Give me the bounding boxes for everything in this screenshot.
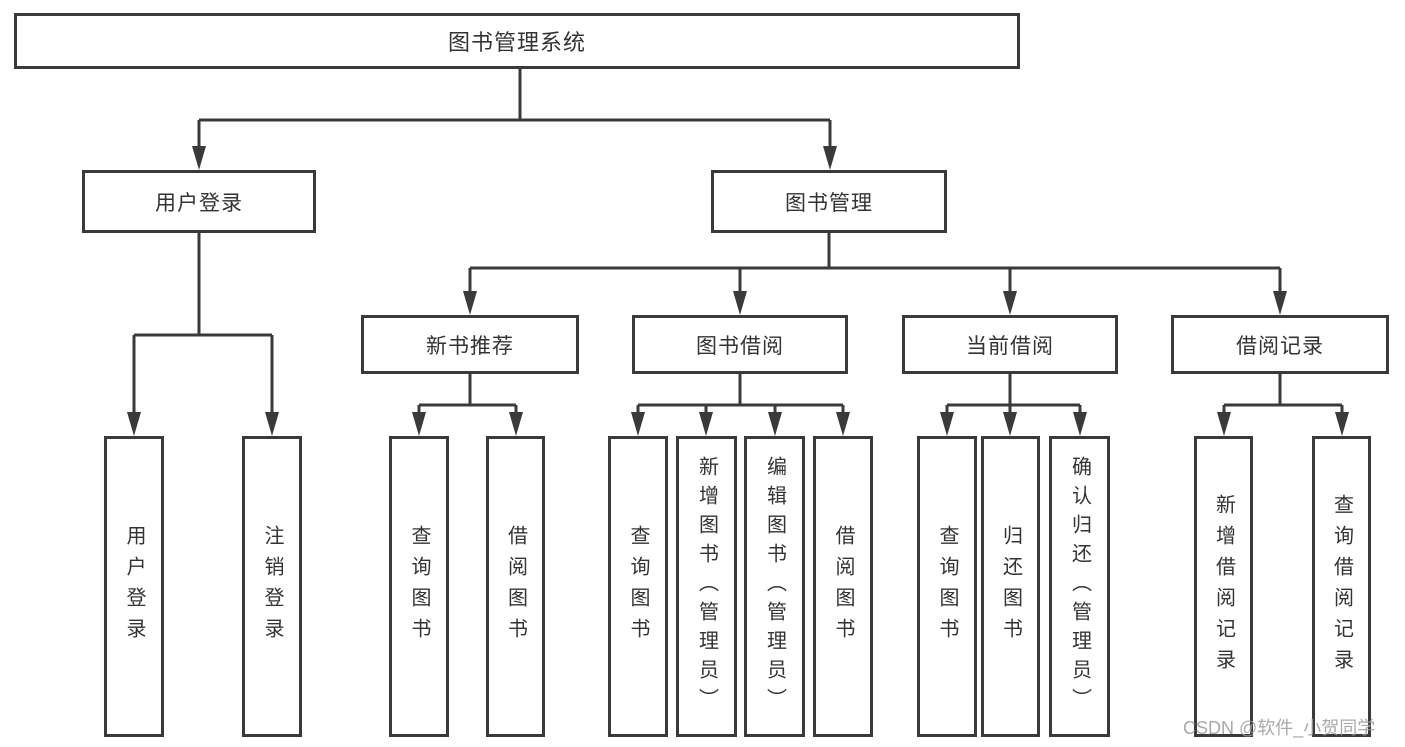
leaf-record-query: 查询借阅记录 [1312,436,1371,737]
node-current-borrow: 当前借阅 [902,315,1118,374]
leaf-current-return: 归还图书 [981,436,1040,737]
leaf-current-query-label: 查询图书 [936,524,958,649]
node-borrow-records: 借阅记录 [1171,315,1389,374]
leaf-borrow-edit: 编辑图书（管理员） [744,436,805,737]
node-book-borrow-label: 图书借阅 [696,334,784,358]
leaf-borrow-add-label: 新增图书（管理员） [695,456,718,717]
leaf-current-return-label: 归还图书 [999,524,1022,649]
leaf-new-books-borrow: 借阅图书 [486,436,545,737]
leaf-record-query-label: 查询借阅记录 [1330,493,1353,680]
leaf-new-books-query-label: 查询图书 [408,524,430,649]
node-new-books: 新书推荐 [361,315,579,374]
leaf-user-login-label: 用户登录 [123,524,145,649]
leaf-borrow-query: 查询图书 [608,436,668,737]
node-book-mgmt: 图书管理 [711,170,947,233]
leaf-new-books-query: 查询图书 [389,436,449,737]
leaf-user-login: 用户登录 [104,436,164,737]
leaf-borrow-add: 新增图书（管理员） [676,436,737,737]
node-book-borrow: 图书借阅 [632,315,848,374]
leaf-current-query: 查询图书 [917,436,977,737]
leaf-logout-label: 注销登录 [261,524,283,649]
node-book-mgmt-label: 图书管理 [785,191,873,215]
node-user-login-label: 用户登录 [155,191,243,215]
connector-current-borrow [947,373,1080,407]
watermark-text: CSDN @软件_小贺同学 [1183,718,1376,738]
leaf-logout: 注销登录 [242,436,302,737]
leaf-borrow-book-label: 借阅图书 [832,524,854,649]
leaf-record-add-label: 新增借阅记录 [1212,493,1235,680]
connector-new-books [419,373,516,407]
node-borrow-records-label: 借阅记录 [1236,334,1324,358]
connector-root [199,68,830,122]
leaf-current-confirm: 确认归还（管理员） [1049,436,1110,737]
node-current-borrow-label: 当前借阅 [966,334,1054,358]
node-root-label: 图书管理系统 [447,30,586,55]
leaf-current-confirm-label: 确认归还（管理员） [1068,456,1091,717]
connector-book-borrow [638,373,843,407]
leaf-record-add: 新增借阅记录 [1194,436,1253,737]
node-new-books-label: 新书推荐 [426,334,514,358]
connector-book-mgmt [470,233,1280,270]
leaf-borrow-query-label: 查询图书 [627,524,649,649]
node-user-login: 用户登录 [82,170,316,233]
leaf-borrow-edit-label: 编辑图书（管理员） [763,456,786,717]
connector-borrow-records [1224,373,1342,407]
node-root: 图书管理系统 [14,13,1020,69]
connector-user-login [134,233,272,337]
leaf-borrow-book: 借阅图书 [813,436,873,737]
leaf-new-books-borrow-label: 借阅图书 [504,524,527,649]
